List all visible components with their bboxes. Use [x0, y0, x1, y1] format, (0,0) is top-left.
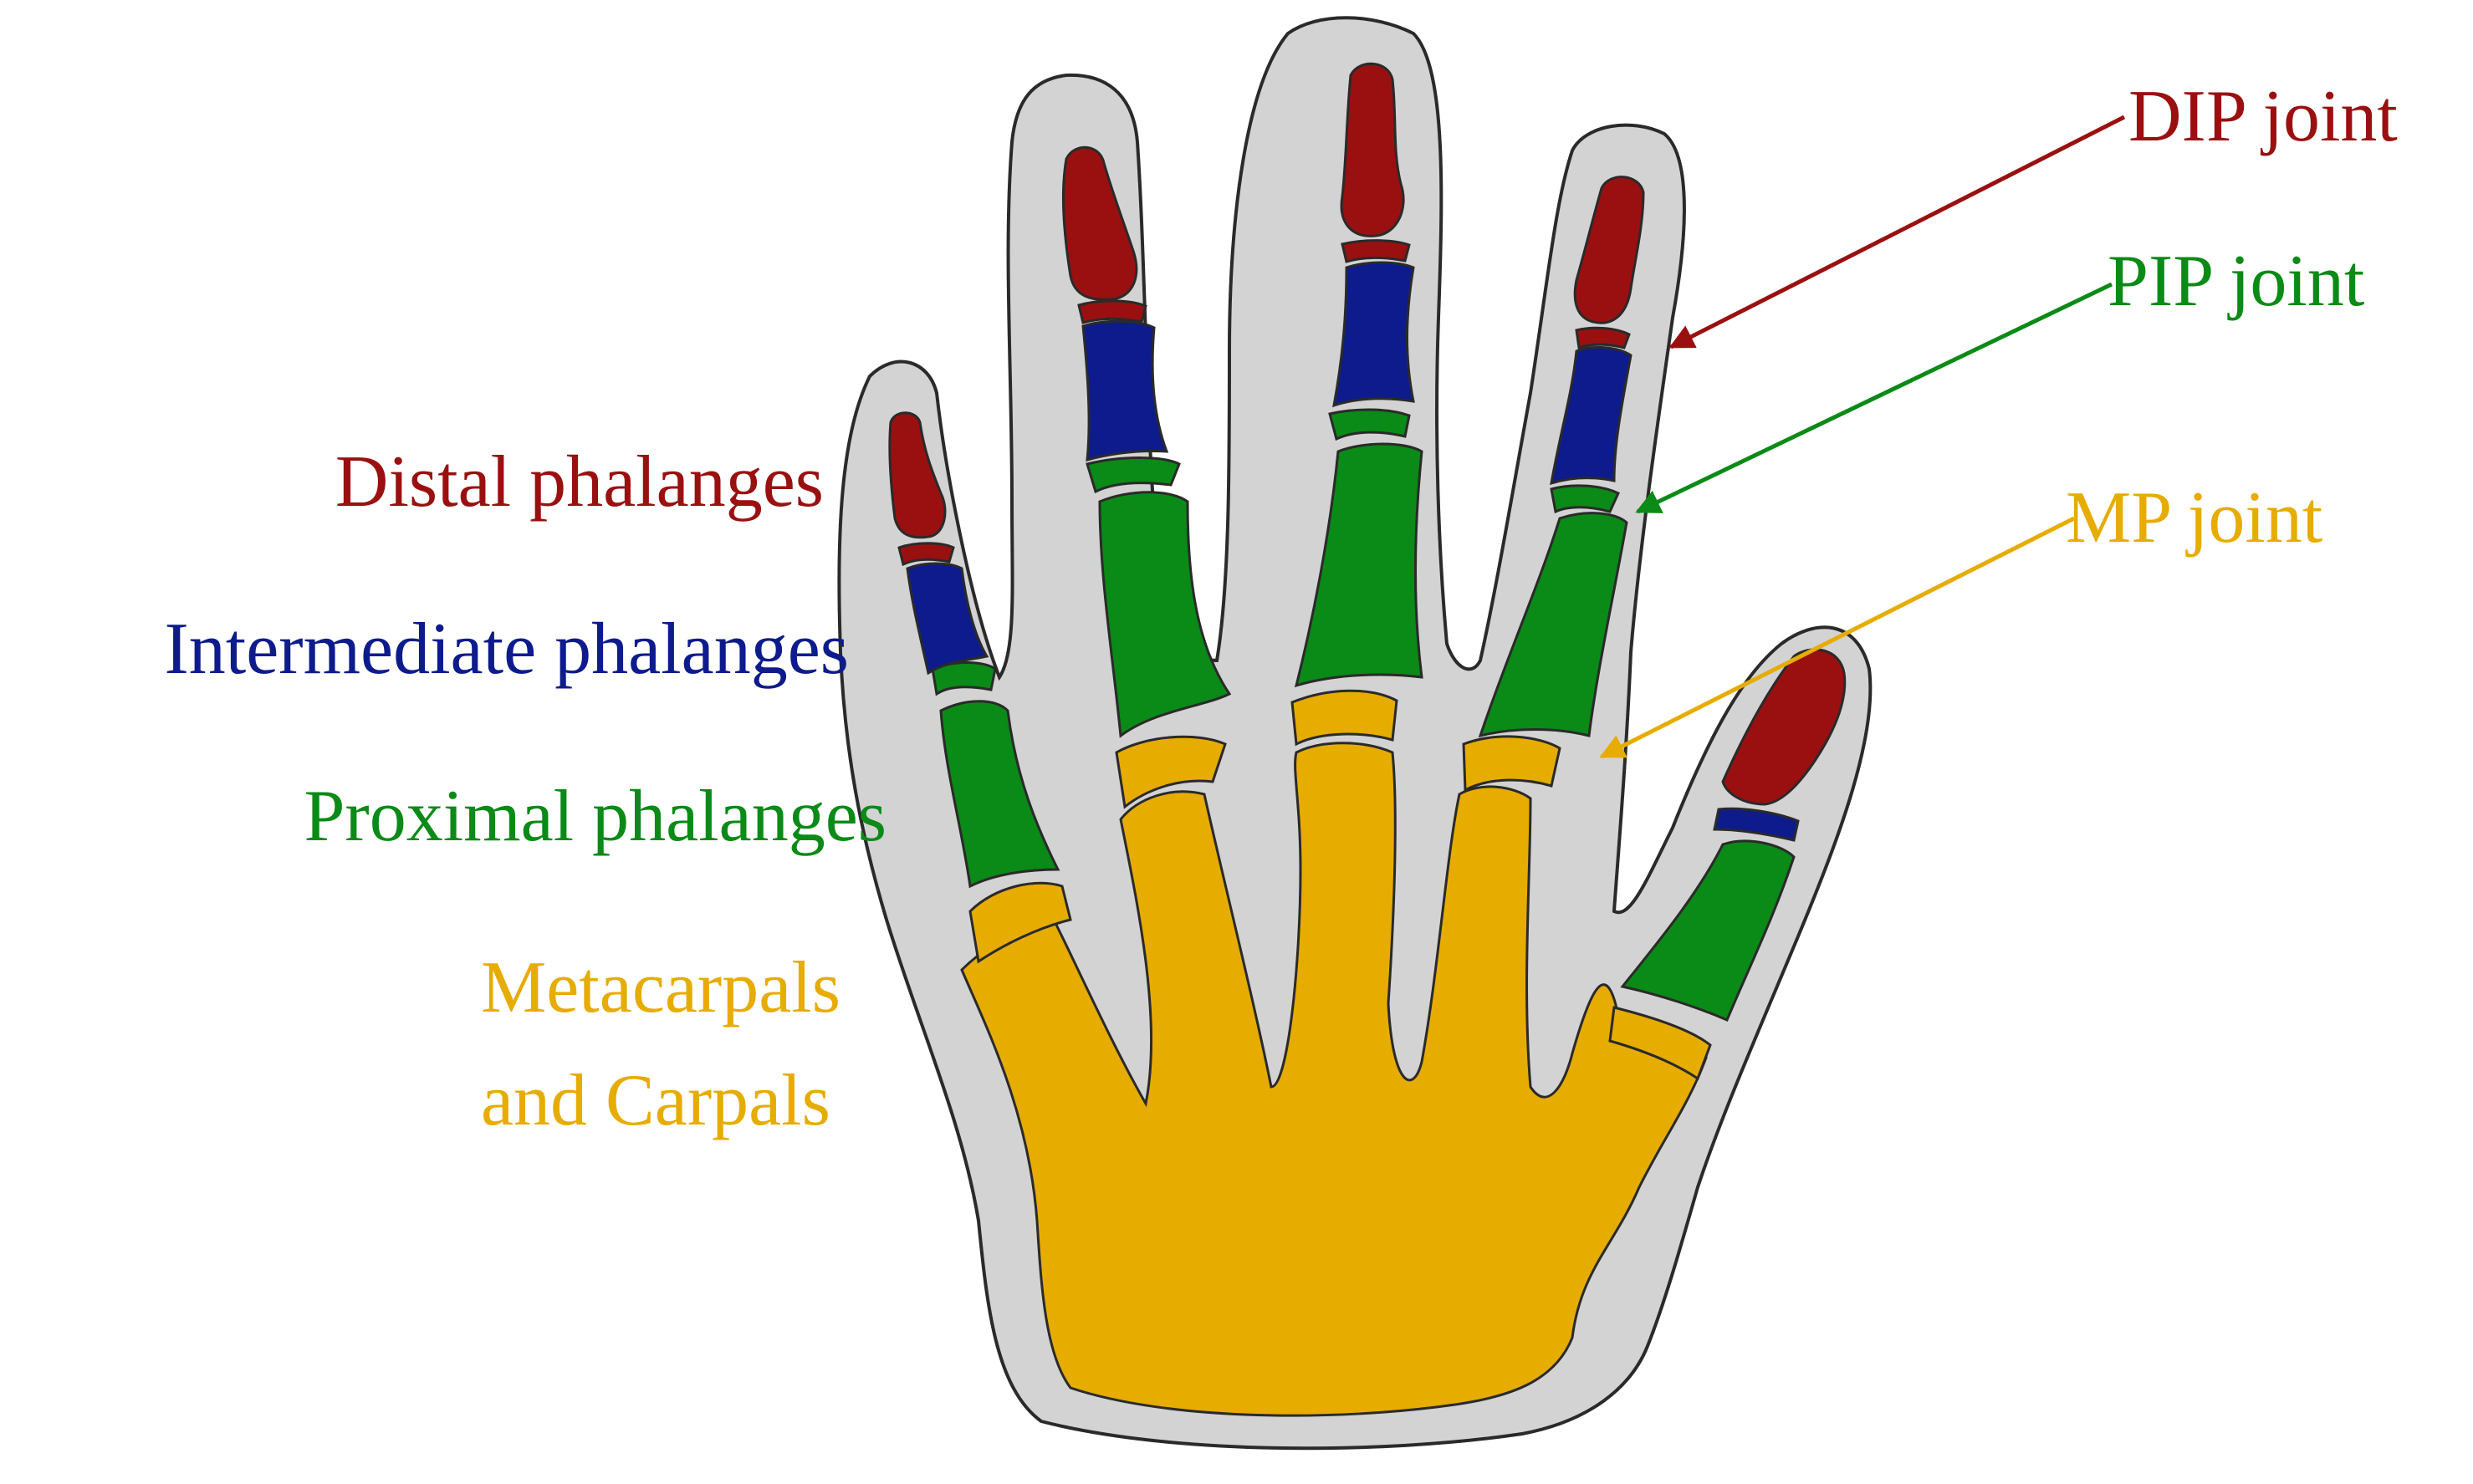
label-dip-joint: DIP joint: [2128, 76, 2398, 157]
mp-joint-cap-little: [968, 881, 1072, 964]
distal-phalanx-thumb: [1721, 648, 1847, 806]
intermediate-phalanx-index: [1550, 346, 1632, 486]
mp-pointer-arrow: [1599, 516, 2076, 759]
pip-cap-index: [1550, 484, 1620, 514]
pip-cap-middle: [1328, 408, 1411, 441]
proximal-phalanx-thumb: [1620, 839, 1796, 1022]
dip-pointer-arrow: [1668, 115, 2126, 349]
mp-joint-cap-ring: [1115, 735, 1227, 809]
label-metacarpals: Metacarpals: [481, 947, 841, 1028]
distal-phalanx-middle: [1340, 62, 1405, 237]
pip-pointer-arrow: [1635, 282, 2113, 514]
mp-joint-cap-thumb: [1608, 1006, 1712, 1081]
distal-phalanx-ring: [1061, 145, 1138, 301]
dip-cap-index: [1575, 326, 1631, 349]
label-and-carpals: and Carpals: [481, 1060, 830, 1141]
label-distal-phalanges: Distal phalanges: [335, 441, 824, 523]
intermediate-phalanx-little: [906, 562, 989, 676]
metacarpals-and-carpals: [960, 742, 1708, 1417]
dip-cap-ring: [1077, 299, 1147, 324]
label-proximal-phalanges: Proximal phalanges: [304, 776, 886, 857]
pip-cap-ring: [1086, 456, 1181, 494]
mp-joint-cap-middle: [1290, 689, 1398, 747]
dip-cap-little: [897, 542, 955, 567]
label-mp-joint: MP joint: [2066, 477, 2322, 558]
proximal-phalanx-little: [939, 700, 1060, 889]
distal-phalanx-little: [888, 411, 947, 539]
label-pip-joint: PIP joint: [2108, 241, 2364, 322]
proximal-phalanx-middle: [1294, 442, 1423, 688]
dip-cap-middle: [1341, 239, 1411, 263]
proximal-phalanx-ring: [1098, 491, 1232, 738]
label-intermediate-phalanges: Intermediate phalanges: [164, 609, 849, 690]
intermediate-phalanx-middle: [1332, 261, 1415, 408]
proximal-phalanx-index: [1478, 512, 1628, 738]
intermediate-phalanx-thumb: [1713, 807, 1800, 842]
distal-phalanx-index: [1573, 176, 1645, 324]
intermediate-phalanx-ring: [1081, 319, 1169, 462]
mp-joint-cap-index: [1462, 735, 1561, 793]
